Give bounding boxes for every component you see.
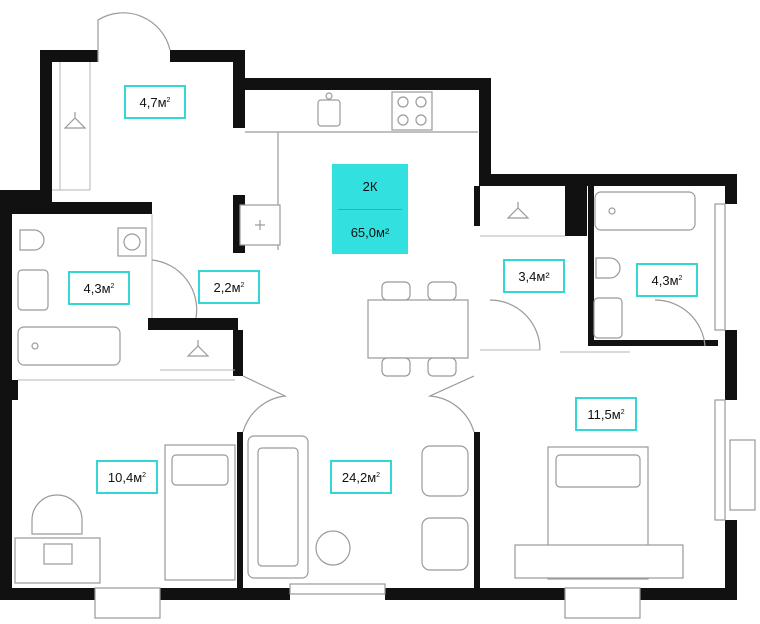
room-area: 4,3м	[651, 272, 679, 288]
unit-superscript: 2	[166, 96, 171, 104]
unit-superscript: 2	[620, 408, 625, 416]
room-area: 4,3м	[83, 280, 111, 296]
walls	[0, 50, 737, 600]
doors	[97, 12, 706, 433]
room-area: 10,4м	[107, 469, 143, 485]
apartment-type: 2К	[362, 179, 378, 194]
room-area: 24,2м	[341, 469, 377, 485]
room-area: 3,4м²	[518, 268, 550, 284]
room-area: 11,5м	[587, 406, 621, 422]
room-area: 4,7м	[139, 94, 167, 110]
badge-divider	[338, 209, 402, 210]
apartment-badge: 2К 65,0м²	[332, 164, 408, 254]
room-area: 2,2м	[213, 279, 241, 295]
unit-superscript: 2	[376, 471, 381, 479]
unit-superscript: 2	[678, 274, 683, 282]
partitions	[18, 62, 756, 619]
unit-superscript: 2	[240, 281, 245, 289]
fixtures	[14, 91, 696, 584]
room-label-wardrobe: 3,4м²	[503, 259, 565, 293]
unit-superscript: 2	[142, 471, 147, 479]
unit-superscript: 2	[110, 282, 115, 290]
apartment-total-area: 65,0м²	[350, 225, 390, 240]
